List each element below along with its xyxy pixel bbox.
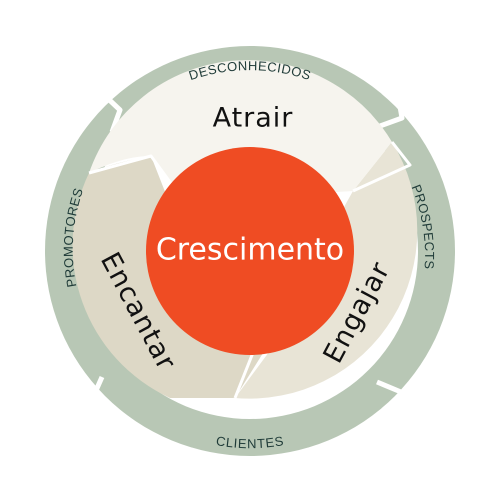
center-circle: [146, 147, 354, 355]
stage-label-atrair: Atrair: [213, 103, 294, 134]
divider-line: [352, 141, 412, 193]
chevron-marker: [376, 379, 411, 417]
chevron-marker: [100, 91, 123, 133]
ring-chevrons: [91, 91, 411, 419]
chevron-marker: [91, 375, 110, 419]
divider-line: [88, 154, 180, 194]
ring-label-clientes: CLIENTES: [215, 434, 285, 452]
chevron-marker: [379, 94, 405, 129]
segment-atrair: [89, 60, 392, 193]
center-label: Crescimento: [156, 233, 344, 268]
